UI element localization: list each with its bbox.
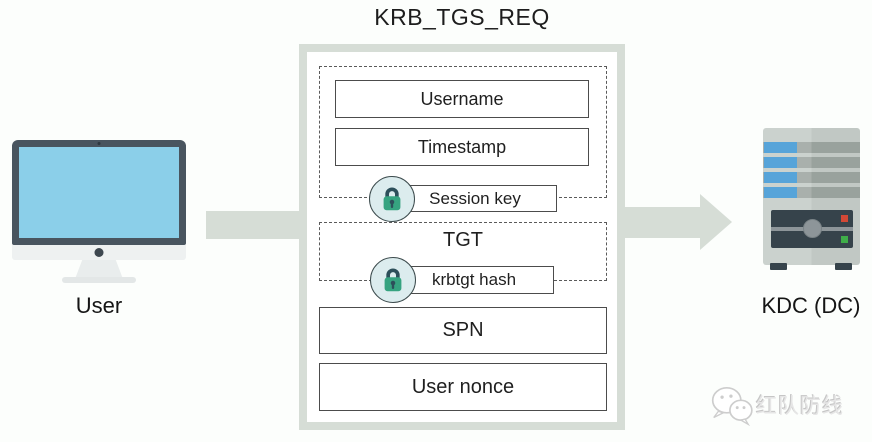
arrow-request-to-kdc (623, 207, 700, 238)
field-spn: SPN (319, 307, 607, 354)
arrow-request-to-kdc-head (700, 194, 732, 250)
monitor-stand (75, 260, 123, 279)
monitor-power-button-dot (94, 248, 104, 257)
monitor-stand-base (62, 277, 136, 283)
field-timestamp: Timestamp (335, 128, 589, 166)
server-front-panel (771, 210, 853, 248)
field-tgt: TGT (443, 229, 483, 251)
lock-icon (369, 176, 415, 222)
padlock-glyph (384, 268, 402, 292)
monitor-screen (19, 147, 179, 238)
field-username: Username (335, 80, 589, 118)
server-foot (770, 263, 787, 270)
server-drive-slot (763, 157, 860, 168)
server-tower (763, 128, 860, 265)
server-led-red (841, 215, 848, 222)
server-foot (835, 263, 852, 270)
server-drive-slot (763, 172, 860, 183)
server-icon (763, 128, 860, 272)
server-drive-slot (763, 187, 860, 198)
session-key-tag: Session key (393, 185, 557, 212)
wechat-icon (711, 386, 753, 426)
watermark-text: 红队防线 (756, 395, 844, 418)
kdc-node-label: KDC (DC) (761, 293, 861, 318)
lock-icon (370, 257, 416, 303)
diagram-title: KRB_TGS_REQ (374, 4, 550, 30)
server-led-green (841, 236, 848, 243)
monitor-camera-dot (97, 142, 101, 145)
monitor-frame (12, 140, 186, 245)
user-node-label: User (75, 293, 123, 318)
field-user-nonce: User nonce (319, 363, 607, 411)
monitor-chin (12, 245, 186, 260)
krbtgt-hash-tag: krbtgt hash (394, 266, 554, 294)
server-knob (803, 219, 822, 238)
monitor-icon (12, 140, 186, 284)
arrow-user-to-request (206, 211, 299, 239)
server-drive-slot (763, 142, 860, 153)
padlock-glyph (383, 187, 401, 211)
watermark: 红队防线 (708, 382, 868, 428)
